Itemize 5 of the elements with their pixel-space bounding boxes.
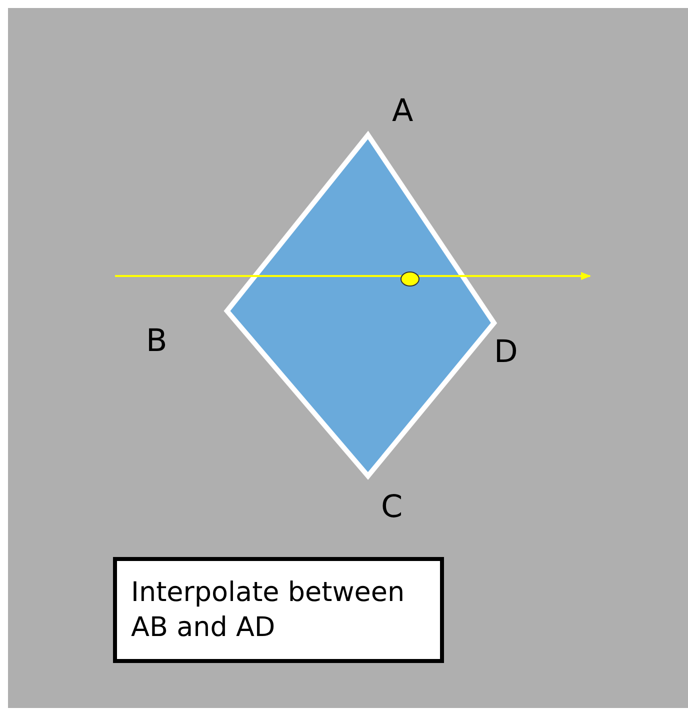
vertex-label: B <box>146 326 168 357</box>
note-box: Interpolate between AB and AD <box>113 557 444 664</box>
vertex-label: C <box>381 492 403 523</box>
vertex-label: A <box>392 96 414 127</box>
vertex-label: D <box>494 337 518 368</box>
